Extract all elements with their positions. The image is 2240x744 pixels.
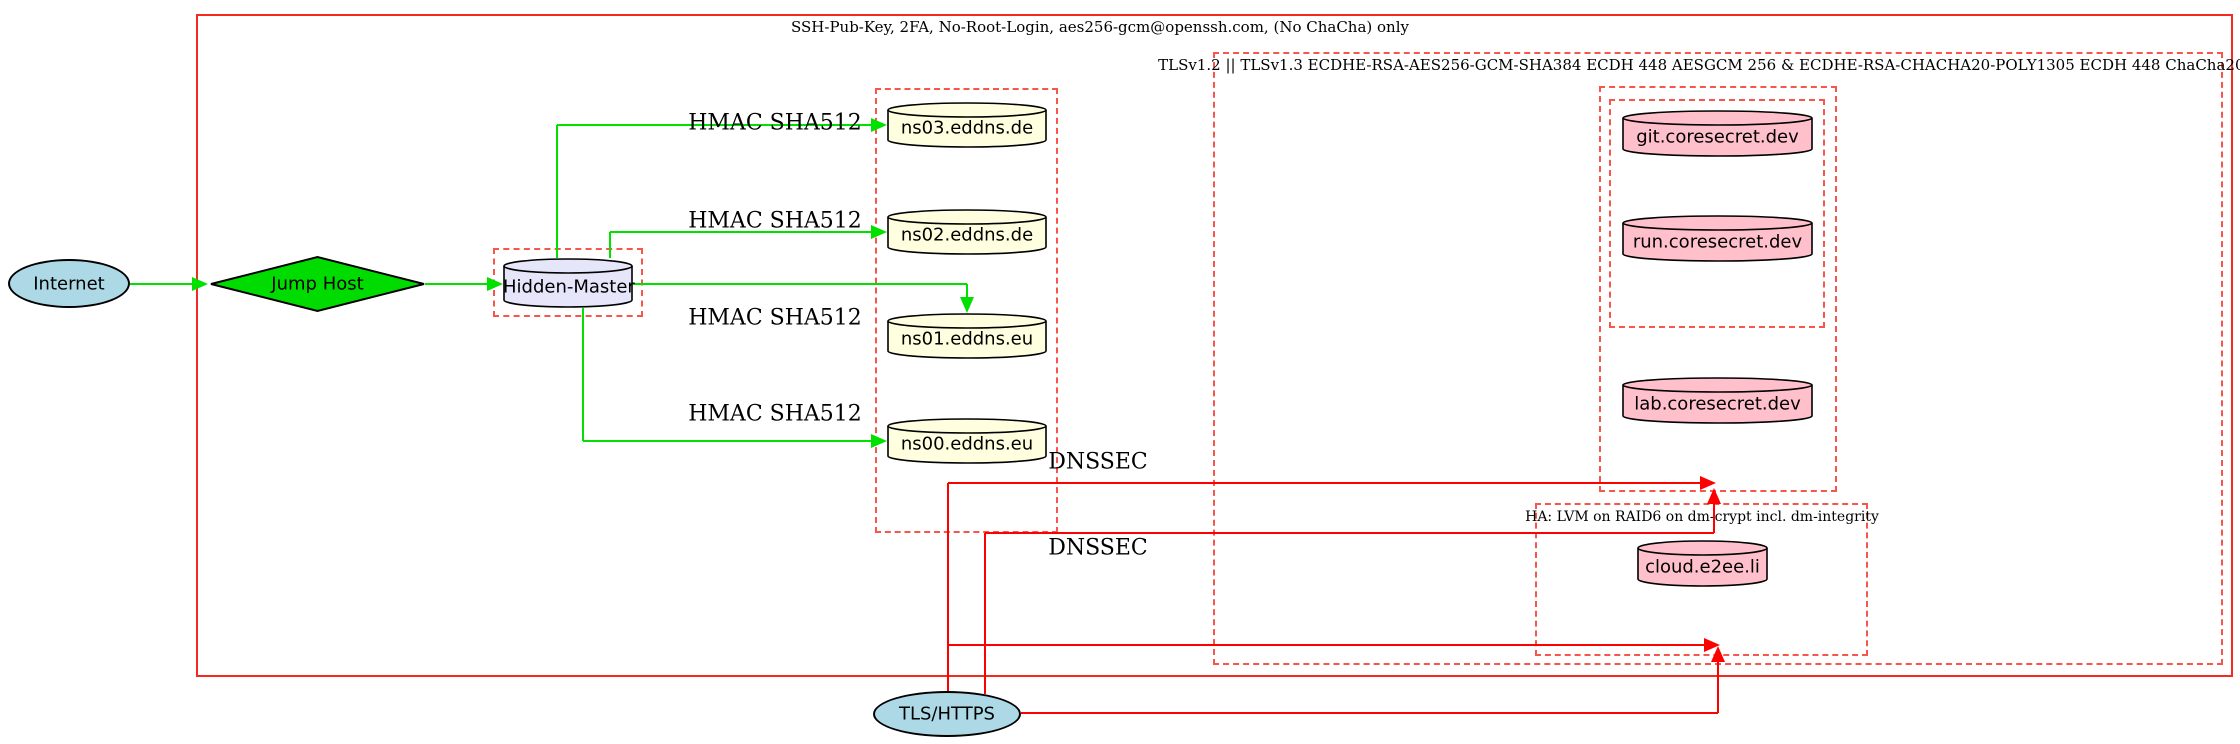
dnssec-label-2: DNSSEC [1048, 535, 1148, 561]
node-ns00-label: ns00.eddns.eu [900, 433, 1034, 455]
node-hidden-master-label: Hidden-Master [503, 276, 635, 297]
node-cloud-e2ee-label: cloud.e2ee.li [1645, 556, 1760, 578]
ns01-shape [887, 313, 1047, 359]
edge-hiddenmaster-ns03-seg1 [557, 124, 871, 126]
node-internet: Internet [8, 259, 130, 308]
node-ns02-label: ns02.eddns.de [900, 224, 1034, 246]
ns03-shape [887, 102, 1047, 148]
node-ns02: ns02.eddns.de [887, 209, 1047, 255]
node-git-coresecret: git.coresecret.dev [1622, 110, 1813, 157]
edge-red-tls-2-arrowhead [1711, 646, 1725, 662]
cluster-ssh-label: SSH-Pub-Key, 2FA, No-Root-Login, aes256-… [791, 18, 1409, 36]
dnssec-label-1: DNSSEC [1048, 449, 1148, 475]
node-run-coresecret-label: run.coresecret.dev [1632, 231, 1803, 253]
lab-coresecret-shape [1622, 377, 1813, 424]
cluster-tls-label: TLSv1.2 || TLSv1.3 ECDHE-RSA-AES256-GCM-… [1158, 56, 2240, 74]
node-tls-https: TLS/HTTPS [873, 691, 1021, 737]
node-internet-label: Internet [33, 273, 105, 294]
edge-jumphost-hiddenmaster-seg0 [425, 283, 487, 285]
edge-hiddenmaster-ns02-seg0 [609, 232, 611, 258]
hmac-label-3: HMAC SHA512 [688, 305, 862, 331]
node-ns03: ns03.eddns.de [887, 102, 1047, 148]
edge-red-dnssec-2-seg0 [984, 533, 986, 694]
edge-hiddenmaster-ns02-seg1 [610, 231, 871, 233]
node-lab-coresecret-label: lab.coresecret.dev [1634, 393, 1801, 415]
edge-internet-jumphost-seg0 [130, 283, 192, 285]
cluster-ssh [196, 14, 2233, 677]
edge-red-tls-2-seg0 [1021, 712, 1718, 714]
edge-internet-jumphost-arrowhead [192, 277, 208, 291]
ns02-shape [887, 209, 1047, 255]
edge-hiddenmaster-ns01-arrowhead [960, 297, 974, 313]
cluster-nameservers [875, 88, 1058, 533]
node-cloud-e2ee: cloud.e2ee.li [1637, 540, 1768, 587]
cloud-e2ee-shape [1637, 540, 1768, 587]
edge-red-dnssec-1-seg0 [947, 483, 949, 692]
edge-hiddenmaster-ns01-seg1 [966, 284, 968, 297]
git-coresecret-shape [1622, 110, 1813, 157]
edge-red-dnssec-1-seg1 [948, 482, 1700, 484]
edge-hiddenmaster-ns02-arrowhead [871, 225, 887, 239]
edge-red-dnssec-2-seg1 [985, 532, 1714, 534]
node-tls-https-label: TLS/HTTPS [898, 703, 995, 725]
edge-hiddenmaster-ns03-seg0 [556, 125, 558, 258]
node-hidden-master: Hidden-Master [503, 258, 635, 308]
edge-red-tls-1-seg1 [948, 644, 1704, 646]
hmac-label-4: HMAC SHA512 [688, 401, 862, 427]
node-git-coresecret-label: git.coresecret.dev [1636, 126, 1799, 148]
edge-red-dnssec-2-arrowhead [1707, 488, 1721, 504]
edge-red-tls-2-seg1 [1717, 662, 1719, 713]
node-jump-host-label: Jump Host [271, 273, 364, 295]
edge-hiddenmaster-ns00-seg1 [583, 440, 871, 442]
cluster-git-run [1609, 99, 1825, 328]
node-jump-host: Jump Host [210, 255, 425, 313]
edge-red-dnssec-2-seg2 [1713, 504, 1715, 533]
node-run-coresecret: run.coresecret.dev [1622, 215, 1813, 262]
node-ns01: ns01.eddns.eu [887, 313, 1047, 359]
hidden-master-shape [503, 258, 633, 308]
cluster-ha-label: HA: LVM on RAID6 on dm-crypt incl. dm-in… [1525, 509, 1879, 525]
edge-hiddenmaster-ns00-seg0 [582, 308, 584, 441]
edge-hiddenmaster-ns01-seg0 [633, 283, 967, 285]
hmac-label-2: HMAC SHA512 [688, 208, 862, 234]
edge-red-dnssec-1-arrowhead [1700, 476, 1716, 490]
edge-red-tls-1-seg0 [947, 645, 949, 692]
node-lab-coresecret: lab.coresecret.dev [1622, 377, 1813, 424]
edge-jumphost-hiddenmaster-arrowhead [487, 277, 503, 291]
edge-hiddenmaster-ns00-arrowhead [871, 434, 887, 448]
node-ns01-label: ns01.eddns.eu [900, 328, 1034, 350]
hmac-label-1: HMAC SHA512 [688, 110, 862, 136]
jump-host-shape [210, 255, 425, 313]
node-ns03-label: ns03.eddns.de [900, 117, 1034, 139]
edge-hiddenmaster-ns03-arrowhead [871, 118, 887, 132]
run-coresecret-shape [1622, 215, 1813, 262]
ns00-shape [887, 418, 1047, 464]
node-ns00: ns00.eddns.eu [887, 418, 1047, 464]
cluster-ha [1535, 503, 1868, 656]
